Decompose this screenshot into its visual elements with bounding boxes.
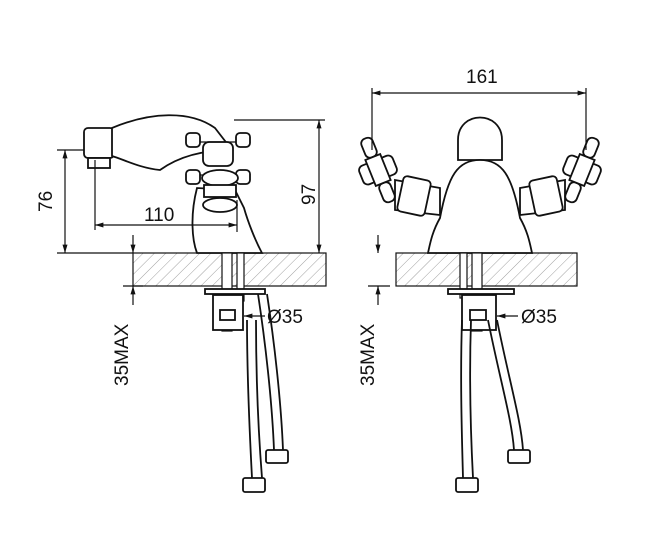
front-dimension-lines <box>368 88 587 319</box>
side-faucet-body <box>83 114 264 254</box>
side-view: 76 110 97 Ø35 35MAX <box>36 114 327 493</box>
front-faucet-body <box>358 116 602 254</box>
front-shank-assembly <box>447 252 531 493</box>
side-dimension-lines <box>57 119 325 319</box>
front-countertop <box>395 252 578 287</box>
dim-reach: 110 <box>144 205 174 226</box>
dim-spout-height: 76 <box>36 191 57 212</box>
dim-side-hole-diameter: Ø35 <box>267 307 303 328</box>
dim-front-hole-diameter: Ø35 <box>521 307 557 328</box>
side-shank-assembly <box>204 252 289 493</box>
front-view: 161 Ø35 35MAX <box>358 67 602 493</box>
dim-front-width: 161 <box>466 67 498 88</box>
dim-front-deck-thickness: 35MAX <box>358 323 379 386</box>
dim-total-height: 97 <box>299 184 320 205</box>
dim-side-deck-thickness: 35MAX <box>112 323 133 386</box>
